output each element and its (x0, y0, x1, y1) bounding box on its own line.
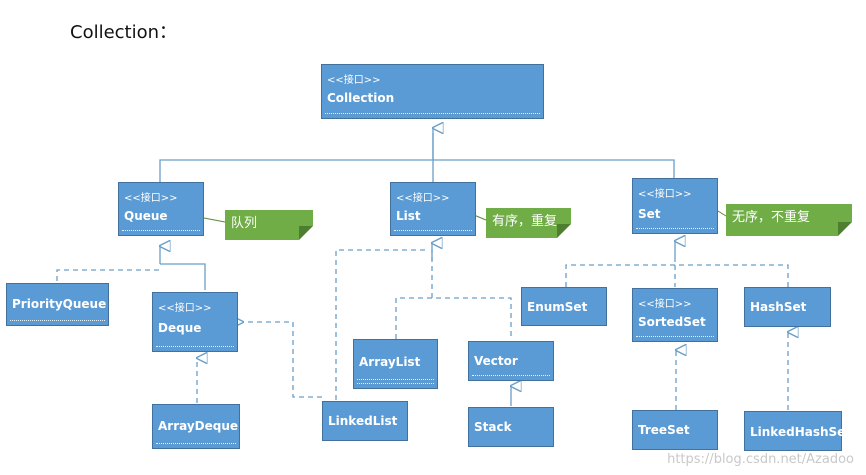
node-label: TreeSet (638, 423, 690, 437)
node-label: LinkedList (328, 414, 398, 428)
node-label: List (396, 209, 421, 223)
edge-set-children (565, 264, 789, 287)
node-label: SortedSet (638, 315, 706, 329)
node-vector: Vector (468, 341, 554, 381)
node-label: EnumSet (527, 300, 588, 314)
stereotype-label: <<接口>> (638, 189, 692, 200)
stereotype-label: <<接口>> (124, 193, 178, 204)
node-hash-set: HashSet (744, 287, 831, 327)
page-title: Collection： (70, 22, 178, 43)
node-linked-list: LinkedList (322, 401, 408, 441)
stereotype-label: <<接口>> (638, 299, 692, 310)
watermark: https://blog.csdn.net/Azadoo (667, 452, 854, 467)
node-array-deque: ArrayDeque (152, 404, 240, 449)
node-label: Vector (474, 354, 518, 368)
node-label: HashSet (750, 300, 807, 314)
edge-collection-children (159, 133, 675, 183)
node-priority-queue: PriorityQueue (6, 283, 109, 326)
node-collection: <<接口>> Collection (321, 64, 544, 119)
edge-queue-deque (160, 263, 206, 290)
node-deque: <<接口>> Deque (152, 292, 238, 352)
node-set: <<接口>> Set (632, 178, 718, 234)
node-sorted-set: <<接口>> SortedSet (632, 288, 718, 342)
node-enum-set: EnumSet (521, 287, 607, 326)
note-queue: 队列 (225, 210, 313, 240)
node-label: LinkedHashSet (750, 425, 852, 439)
node-array-list: ArrayList (353, 339, 438, 389)
note-set: 无序，不重复 (726, 204, 852, 236)
node-label: PriorityQueue (12, 297, 107, 311)
edge-queue-priority (56, 269, 160, 290)
node-label: Deque (158, 321, 202, 335)
node-label: Set (638, 207, 661, 221)
node-linked-hash-set: LinkedHashSet (744, 411, 851, 451)
node-label: ArrayList (359, 355, 421, 369)
node-stack: Stack (468, 407, 554, 447)
edge-list-children (395, 250, 512, 339)
edge-linkedlist-list (335, 249, 425, 400)
node-label: Collection (327, 91, 395, 105)
node-tree-set: TreeSet (632, 410, 718, 450)
edge-linkedlist-deque (243, 322, 322, 398)
stereotype-label: <<接口>> (396, 193, 450, 204)
note-list: 有序，重复 (486, 208, 571, 238)
node-label: Queue (124, 209, 168, 223)
node-label: Stack (474, 420, 512, 434)
stereotype-label: <<接口>> (158, 303, 212, 314)
node-queue: <<接口>> Queue (118, 182, 204, 236)
node-list: <<接口>> List (390, 182, 476, 236)
stereotype-label: <<接口>> (327, 75, 381, 86)
node-label: ArrayDeque (158, 419, 239, 433)
